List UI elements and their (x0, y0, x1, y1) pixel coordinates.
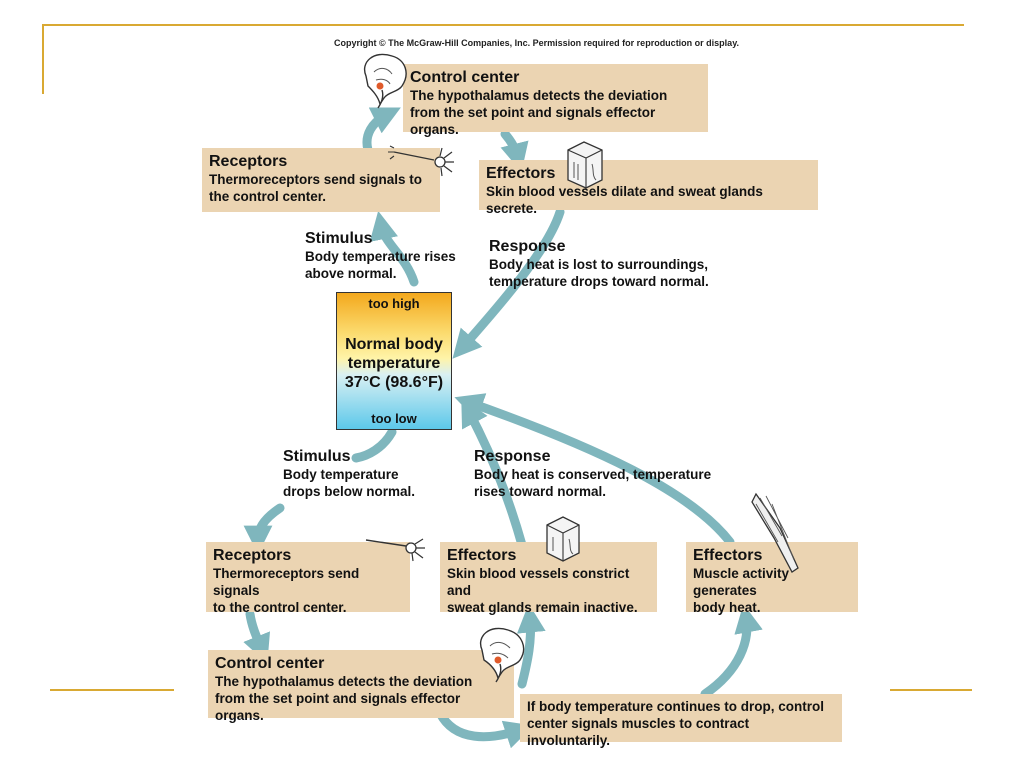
normal-temperature-box: too high Normal body temperature 37°C (9… (336, 292, 452, 430)
stimulus-heading-top: Stimulus (305, 230, 373, 247)
effectors-muscle-heading: Effectors (693, 547, 763, 564)
receptors-box-bottom: Receptors Thermoreceptors send signals t… (206, 542, 410, 615)
receptors-box-top: Receptors Thermoreceptors send signals t… (202, 148, 440, 212)
normal-temperature-text: Normal body temperature 37°C (98.6°F) (344, 336, 444, 391)
receptors-text-top: Thermoreceptors send signals to the cont… (209, 172, 423, 204)
arrow-effectors-to-normal (452, 207, 565, 359)
copyright-notice: Copyright © The McGraw-Hill Companies, I… (334, 38, 740, 48)
arrow-control-to-effectors (500, 129, 529, 172)
control-center-box-bottom: Control center The hypothalamus detects … (208, 650, 514, 723)
control-center-text-bottom: The hypothalamus detects the deviation f… (215, 674, 473, 723)
receptors-heading-top: Receptors (209, 153, 288, 170)
slide-top-rule (42, 24, 964, 26)
stimulus-heading-bottom: Stimulus (283, 448, 351, 465)
control-center-box-top: Control center The hypothalamus detects … (403, 64, 708, 137)
stimulus-text-bottom: Body temperature drops below normal. (283, 467, 416, 499)
response-heading-top: Response (489, 238, 566, 255)
arrow-effectors-skin-to-normal (461, 397, 527, 550)
response-text-top: Body heat is lost to surroundings, tempe… (489, 257, 709, 289)
arrow-effectors-muscle-to-normal (454, 393, 735, 547)
arrow-control-to-effectors-skin (516, 603, 546, 689)
effectors-skin-heading: Effectors (447, 547, 517, 564)
receptors-heading-bottom: Receptors (213, 547, 292, 564)
effectors-skin-box: Effectors Skin blood vessels constrict a… (440, 542, 657, 615)
continue-note-box: If body temperature continues to drop, c… (520, 694, 842, 748)
slide-bottom-rule-right (890, 689, 972, 691)
response-label-bottom: Response Body heat is conserved, tempera… (474, 447, 711, 500)
too-low-label: too low (371, 411, 417, 426)
arrow-normal-to-stimulus (351, 427, 397, 463)
response-label-top: Response Body heat is lost to surroundin… (489, 237, 709, 290)
arrow-control-to-note (435, 708, 534, 749)
arrow-receptors-to-control-low (243, 609, 271, 664)
control-center-heading-top: Control center (410, 69, 520, 86)
arrow-stimulus-to-receptors-low (243, 503, 285, 555)
effectors-box-top: Effectors Skin blood vessels dilate and … (479, 160, 818, 216)
response-heading-bottom: Response (474, 448, 551, 465)
too-high-label: too high (368, 296, 420, 311)
control-center-text-top: The hypothalamus detects the deviation f… (410, 88, 668, 137)
stimulus-label-bottom: Stimulus Body temperature drops below no… (283, 447, 415, 500)
arrow-stimulus-to-receptors (369, 210, 419, 287)
receptors-text-bottom: Thermoreceptors send signals to the cont… (213, 566, 360, 615)
effectors-text-top: Skin blood vessels dilate and sweat glan… (486, 184, 763, 216)
slide-left-rule (42, 24, 44, 94)
response-text-bottom: Body heat is conserved, temperature rise… (474, 467, 712, 499)
arrow-note-to-effectors-muscle (700, 603, 763, 699)
slide-bottom-rule-left (50, 689, 174, 691)
effectors-skin-text: Skin blood vessels constrict and sweat g… (447, 566, 638, 615)
effectors-muscle-box: Effectors Muscle activity generates body… (686, 542, 858, 615)
arrow-receptors-to-control (362, 107, 401, 155)
control-center-heading-bottom: Control center (215, 655, 325, 672)
effectors-heading-top: Effectors (486, 165, 556, 182)
stimulus-label-top: Stimulus Body temperature rises above no… (305, 229, 456, 282)
continue-note-text: If body temperature continues to drop, c… (527, 699, 825, 748)
stimulus-text-top: Body temperature rises above normal. (305, 249, 456, 281)
effectors-muscle-text: Muscle activity generates body heat. (693, 566, 790, 615)
